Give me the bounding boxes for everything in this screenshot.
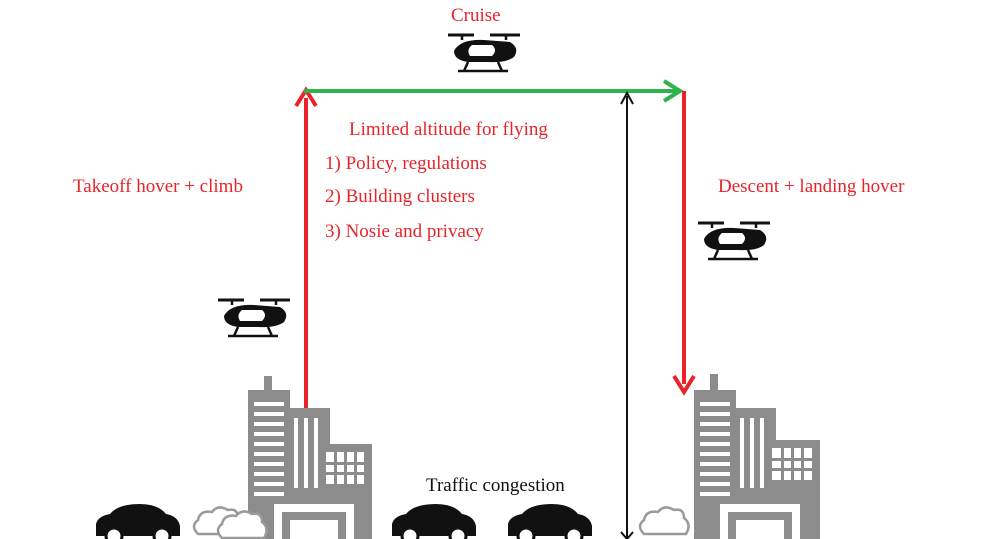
- car-icon: [506, 502, 594, 539]
- takeoff-label: Takeoff hover + climb: [73, 176, 243, 197]
- cruise-label: Cruise: [451, 5, 501, 26]
- exhaust-cloud-icon: [638, 506, 690, 536]
- building-cluster-icon-right: [694, 374, 820, 539]
- building-cluster-icon-left: [248, 376, 372, 539]
- climb-arrow: [294, 86, 318, 408]
- altitude-limit-arrow: [620, 90, 634, 539]
- descent-label: Descent + landing hover: [718, 176, 905, 197]
- car-icon: [94, 502, 182, 539]
- cruise-arrow: [304, 79, 684, 103]
- constraint-item: 3) Nosie and privacy: [325, 221, 484, 242]
- altitude-limit-title: Limited altitude for flying: [349, 119, 548, 140]
- traffic-congestion-label: Traffic congestion: [426, 475, 565, 496]
- car-icon: [390, 502, 478, 539]
- air-taxi-icon-descent: [696, 221, 772, 261]
- air-taxi-icon-cruise: [446, 33, 522, 73]
- air-taxi-icon-takeoff: [216, 298, 292, 338]
- descent-arrow: [672, 91, 696, 396]
- constraint-item: 2) Building clusters: [325, 186, 475, 207]
- constraint-item: 1) Policy, regulations: [325, 153, 487, 174]
